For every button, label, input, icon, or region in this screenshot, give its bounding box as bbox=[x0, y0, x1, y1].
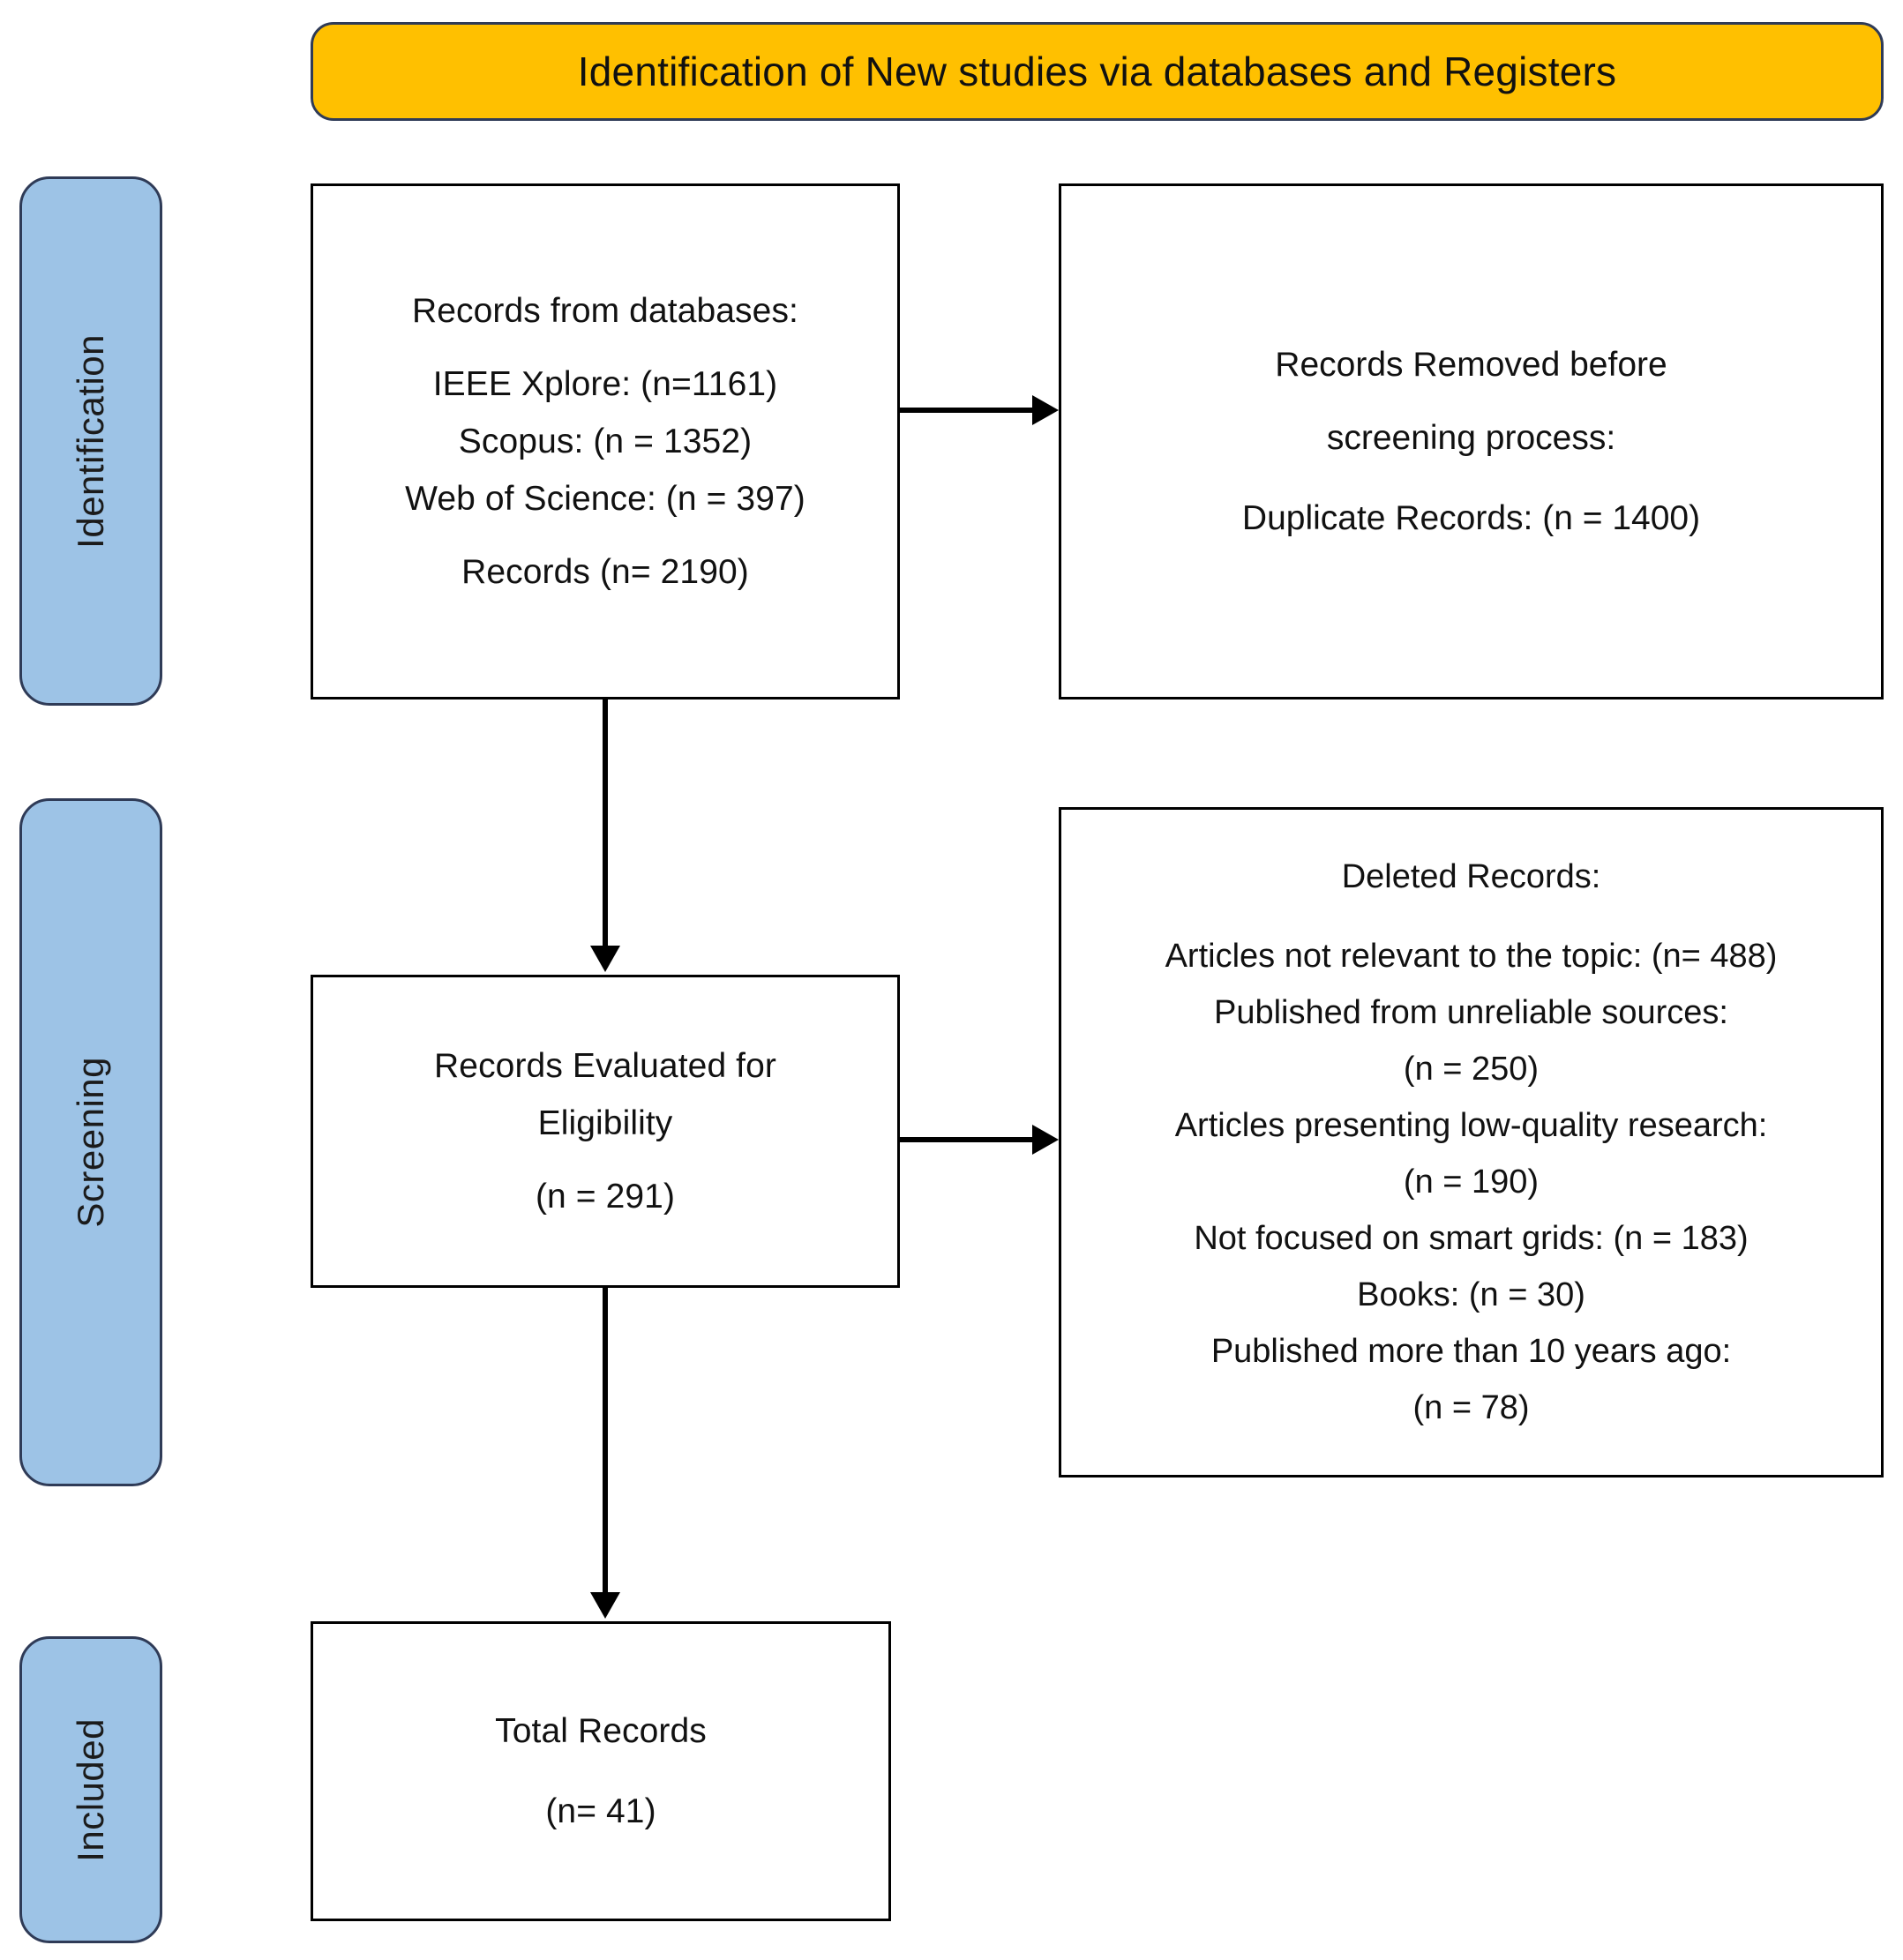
arrowhead-right-identification bbox=[1032, 395, 1059, 425]
eligibility-line-2: Eligibility bbox=[537, 1104, 673, 1142]
removed-heading-line-1: Records Removed before bbox=[1275, 346, 1667, 384]
deleted-count-unreliable-sources: (n = 250) bbox=[1403, 1051, 1540, 1088]
box-records-removed: Records Removed before screening process… bbox=[1059, 183, 1884, 699]
box-total-records: Total Records (n= 41) bbox=[311, 1621, 891, 1921]
stage-pill-screening: Screening bbox=[19, 798, 162, 1486]
eligibility-count: (n = 291) bbox=[535, 1178, 676, 1216]
removed-heading-line-2: screening process: bbox=[1326, 419, 1616, 457]
stage-label-screening: Screening bbox=[70, 1057, 111, 1228]
connector-databases-to-eligibility bbox=[603, 699, 608, 948]
databases-source-ieee: IEEE Xplore: (n=1161) bbox=[432, 365, 778, 403]
stage-label-identification: Identification bbox=[70, 333, 111, 549]
stage-label-included: Included bbox=[70, 1717, 111, 1862]
databases-source-wos: Web of Science: (n = 397) bbox=[405, 480, 805, 518]
removed-duplicate-records: Duplicate Records: (n = 1400) bbox=[1241, 499, 1701, 537]
databases-source-scopus: Scopus: (n = 1352) bbox=[458, 423, 753, 460]
eligibility-line-1: Records Evaluated for bbox=[434, 1047, 776, 1085]
arrowhead-down-to-total bbox=[590, 1592, 620, 1619]
databases-total: Records (n= 2190) bbox=[461, 553, 749, 591]
box-deleted-records: Deleted Records: Articles not relevant t… bbox=[1059, 807, 1884, 1477]
databases-heading: Records from databases: bbox=[411, 292, 798, 330]
box-records-evaluated: Records Evaluated for Eligibility (n = 2… bbox=[311, 975, 900, 1288]
arrowhead-down-to-eligibility bbox=[590, 946, 620, 972]
connector-eligibility-to-deleted bbox=[900, 1137, 1034, 1142]
deleted-heading: Deleted Records: bbox=[1341, 858, 1601, 895]
banner-title: Identification of New studies via databa… bbox=[577, 49, 1617, 94]
deleted-count-low-quality: (n = 190) bbox=[1403, 1163, 1540, 1201]
total-count: (n= 41) bbox=[545, 1792, 656, 1830]
connector-eligibility-to-total bbox=[603, 1288, 608, 1595]
deleted-reason-not-smart-grids: Not focused on smart grids: (n = 183) bbox=[1194, 1220, 1749, 1257]
stage-pill-identification: Identification bbox=[19, 176, 162, 706]
deleted-count-older-than-10-years: (n = 78) bbox=[1412, 1389, 1530, 1426]
diagram-banner: Identification of New studies via databa… bbox=[311, 22, 1884, 121]
deleted-reason-older-than-10-years: Published more than 10 years ago: bbox=[1210, 1333, 1732, 1370]
arrowhead-right-screening bbox=[1032, 1125, 1059, 1155]
deleted-reason-books: Books: (n = 30) bbox=[1357, 1276, 1585, 1313]
connector-databases-to-removed bbox=[900, 408, 1034, 413]
box-records-from-databases: Records from databases: IEEE Xplore: (n=… bbox=[311, 183, 900, 699]
total-label: Total Records bbox=[495, 1712, 707, 1750]
deleted-reason-not-relevant: Articles not relevant to the topic: (n= … bbox=[1165, 938, 1778, 975]
deleted-reason-low-quality: Articles presenting low-quality research… bbox=[1174, 1107, 1768, 1144]
stage-pill-included: Included bbox=[19, 1636, 162, 1943]
deleted-reason-unreliable-sources: Published from unreliable sources: bbox=[1214, 994, 1728, 1031]
